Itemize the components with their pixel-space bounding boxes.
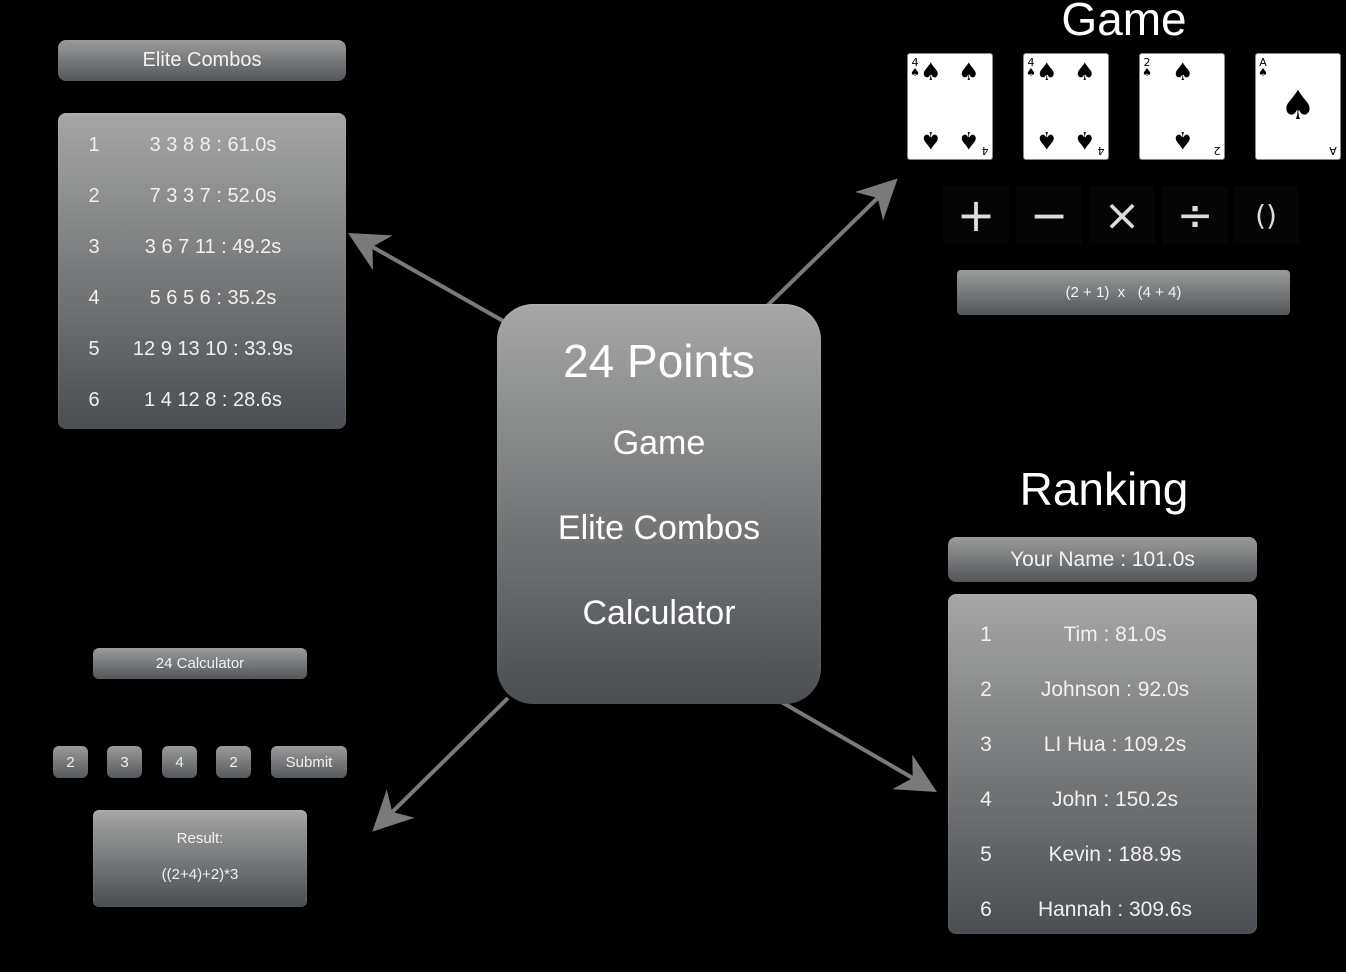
spade-icon: ♠ bbox=[1280, 83, 1316, 129]
rank-number: 2 bbox=[980, 678, 992, 701]
player-score: John : 150.2s bbox=[1051, 788, 1179, 811]
elite-combos-list: 1 3 3 8 8 : 61.0s 2 7 3 3 7 : 52.0s 3 3 … bbox=[58, 113, 346, 429]
combo-text: 3 6 7 11 : 49.2s bbox=[144, 235, 282, 258]
list-item: 5 Kevin : 188.9s bbox=[948, 842, 1257, 868]
player-score: Tim : 81.0s bbox=[1063, 623, 1167, 646]
card-rank-inverted: 2 bbox=[1213, 144, 1221, 157]
rank-number: 4 bbox=[88, 286, 100, 309]
submit-button[interactable]: Submit bbox=[271, 746, 347, 778]
arrow-to-elite-combos bbox=[348, 233, 506, 324]
list-item: 4 5 6 5 6 : 35.2s bbox=[58, 286, 346, 310]
spade-icon: ♠ bbox=[920, 126, 942, 154]
card-rank: A bbox=[1259, 56, 1267, 69]
result-box: Result: ((2+4)+2)*3 bbox=[93, 810, 307, 907]
app-title: 24 Points bbox=[563, 335, 755, 387]
list-item: 1 Tim : 81.0s bbox=[948, 622, 1257, 648]
rank-number: 3 bbox=[980, 733, 992, 756]
spade-icon: ♠ bbox=[920, 58, 942, 86]
number-input-2[interactable]: 3 bbox=[107, 746, 142, 778]
playing-card[interactable]: 2 ♠ ♠ ♠ 2 bbox=[1139, 53, 1225, 160]
playing-card[interactable]: 4 ♠ ♠ ♠ ♠ ♠ 4 bbox=[1023, 53, 1109, 160]
card-rank: 4 bbox=[1027, 56, 1035, 69]
rank-number: 6 bbox=[980, 898, 992, 921]
number-input-3[interactable]: 4 bbox=[162, 746, 197, 778]
spade-icon: ♠ bbox=[910, 66, 920, 79]
combo-text: 1 4 12 8 : 28.6s bbox=[144, 388, 282, 411]
rank-number: 5 bbox=[88, 337, 100, 360]
list-item: 2 7 3 3 7 : 52.0s bbox=[58, 184, 346, 208]
menu-item-game[interactable]: Game bbox=[612, 424, 706, 462]
player-score: Kevin : 188.9s bbox=[1048, 843, 1182, 866]
spade-icon: ♠ bbox=[1172, 58, 1194, 86]
list-item: 6 1 4 12 8 : 28.6s bbox=[58, 388, 346, 412]
ranking-title: Ranking bbox=[1019, 463, 1189, 515]
spade-icon: ♠ bbox=[1142, 66, 1152, 79]
player-score: Johnson : 92.0s bbox=[1040, 678, 1190, 701]
number-input-4[interactable]: 2 bbox=[216, 746, 251, 778]
rank-number: 1 bbox=[88, 133, 100, 156]
player-score: LI Hua : 109.2s bbox=[1043, 733, 1187, 756]
list-item: 5 12 9 13 10 : 33.9s bbox=[58, 337, 346, 361]
result-value: ((2+4)+2)*3 bbox=[161, 866, 239, 883]
game-title: Game bbox=[1061, 0, 1187, 45]
list-item: 3 3 6 7 11 : 49.2s bbox=[58, 235, 346, 259]
spade-icon: ♠ bbox=[1074, 58, 1096, 86]
menu-item-elite-combos[interactable]: Elite Combos bbox=[557, 509, 761, 547]
playing-card[interactable]: A ♠ ♠ A bbox=[1255, 53, 1341, 160]
rank-number: 6 bbox=[88, 388, 100, 411]
calculator-header: 24 Calculator bbox=[93, 648, 307, 679]
rank-number: 5 bbox=[980, 843, 992, 866]
divide-button[interactable]: ÷ bbox=[1162, 186, 1228, 244]
rank-number: 4 bbox=[980, 788, 992, 811]
combo-text: 5 6 5 6 : 35.2s bbox=[149, 286, 277, 309]
rank-number: 3 bbox=[88, 235, 100, 258]
card-rank-inverted: 4 bbox=[1097, 144, 1105, 157]
result-label: Result: bbox=[176, 830, 224, 847]
arrow-to-ranking bbox=[776, 698, 937, 793]
list-item: 6 Hannah : 309.6s bbox=[948, 897, 1257, 923]
list-item: 2 Johnson : 92.0s bbox=[948, 677, 1257, 703]
spade-icon: ♠ bbox=[1026, 66, 1036, 79]
elite-combos-header: Elite Combos bbox=[58, 40, 346, 81]
card-rank-inverted: A bbox=[1329, 144, 1337, 157]
multiply-button[interactable]: × bbox=[1089, 186, 1155, 244]
spade-icon: ♠ bbox=[1036, 58, 1058, 86]
spade-icon: ♠ bbox=[958, 58, 980, 86]
card-rank-inverted: 4 bbox=[981, 144, 989, 157]
card-rank: 2 bbox=[1143, 56, 1151, 69]
spade-icon: ♠ bbox=[1074, 126, 1096, 154]
spade-icon: ♠ bbox=[1036, 126, 1058, 154]
card-rank: 4 bbox=[911, 56, 919, 69]
expression-display: (2 + 1) x (4 + 4) bbox=[957, 270, 1290, 315]
rank-number: 1 bbox=[980, 623, 992, 646]
combo-text: 3 3 8 8 : 61.0s bbox=[149, 133, 277, 156]
player-score: Hannah : 309.6s bbox=[1037, 898, 1193, 921]
list-item: 4 John : 150.2s bbox=[948, 787, 1257, 813]
rank-number: 2 bbox=[88, 184, 100, 207]
list-item: 1 3 3 8 8 : 61.0s bbox=[58, 133, 346, 157]
minus-button[interactable]: − bbox=[1016, 186, 1082, 244]
playing-card[interactable]: 4 ♠ ♠ ♠ ♠ ♠ 4 bbox=[907, 53, 993, 160]
parentheses-button[interactable]: () bbox=[1233, 186, 1299, 244]
combo-text: 7 3 3 7 : 52.0s bbox=[149, 184, 277, 207]
plus-button[interactable]: + bbox=[943, 186, 1009, 244]
combo-text: 12 9 13 10 : 33.9s bbox=[132, 337, 294, 360]
spade-icon: ♠ bbox=[1172, 126, 1194, 154]
your-score-bar: Your Name : 101.0s bbox=[948, 537, 1257, 582]
list-item: 3 LI Hua : 109.2s bbox=[948, 732, 1257, 758]
menu-item-calculator[interactable]: Calculator bbox=[582, 594, 736, 632]
main-menu: 24 Points Game Elite Combos Calculator bbox=[497, 304, 821, 704]
number-input-1[interactable]: 2 bbox=[53, 746, 88, 778]
spade-icon: ♠ bbox=[958, 126, 980, 154]
ranking-list: 1 Tim : 81.0s 2 Johnson : 92.0s 3 LI Hua… bbox=[948, 594, 1257, 934]
arrow-to-game bbox=[766, 178, 898, 307]
spade-icon: ♠ bbox=[1258, 66, 1268, 79]
arrow-to-calculator bbox=[372, 696, 510, 832]
